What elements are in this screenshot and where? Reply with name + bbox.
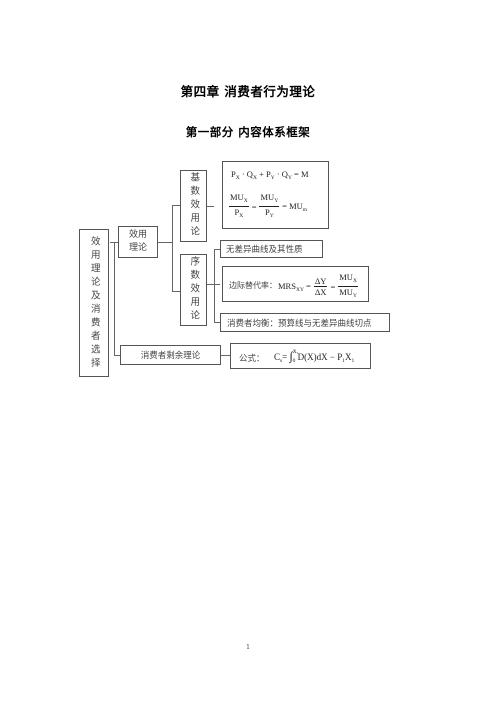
chapter-title: 第四章 消费者行为理论	[180, 84, 316, 99]
equilibrium-label: 消费者均衡：预算线与无差异曲线切点	[227, 318, 372, 329]
ordinal-utility-label: 序数效用论	[188, 256, 200, 324]
equilibrium-box: 消费者均衡：预算线与无差异曲线切点	[220, 313, 390, 332]
budget-equation: PX · QX + PY · QY = M	[231, 169, 309, 181]
connector	[214, 322, 220, 323]
connector	[158, 242, 172, 243]
connector	[214, 249, 215, 323]
connector	[172, 205, 173, 292]
consumer-surplus-label: 消费者剩余理论	[140, 351, 201, 361]
section-title: 第一部分 内容体系框架	[185, 125, 311, 139]
indifference-curve-label: 无差异曲线及其性质	[226, 245, 303, 255]
connector	[114, 355, 120, 356]
connector	[172, 205, 180, 206]
surplus-equation: Cs= ∫X₁0 D(X)dX − P1X1	[274, 349, 355, 364]
utility-theory-label: 效用理论	[128, 230, 147, 253]
cardinal-utility-box: 基数效用论	[180, 170, 207, 242]
utility-theory-box: 效用理论	[118, 226, 158, 258]
surplus-formula-box: 公式： Cs= ∫X₁0 D(X)dX − P1X1	[230, 343, 371, 369]
connector	[114, 242, 115, 356]
indifference-curve-box: 无差异曲线及其性质	[220, 240, 323, 258]
connector	[206, 284, 220, 285]
ordinal-utility-box: 序数效用论	[180, 254, 207, 326]
root-box: 效用理论及消费者选择	[79, 229, 109, 377]
cardinal-utility-label: 基数效用论	[188, 172, 200, 240]
consumer-surplus-box: 消费者剩余理论	[120, 345, 221, 365]
connector	[206, 206, 214, 207]
page-number: 1	[246, 644, 250, 651]
connector	[214, 249, 220, 250]
formula-label: 公式：	[239, 354, 265, 364]
connector	[220, 355, 230, 356]
root-label: 效用理论及消费者选择	[88, 235, 100, 371]
connector	[172, 291, 180, 292]
mrs-label: 边际替代率：	[229, 281, 277, 290]
